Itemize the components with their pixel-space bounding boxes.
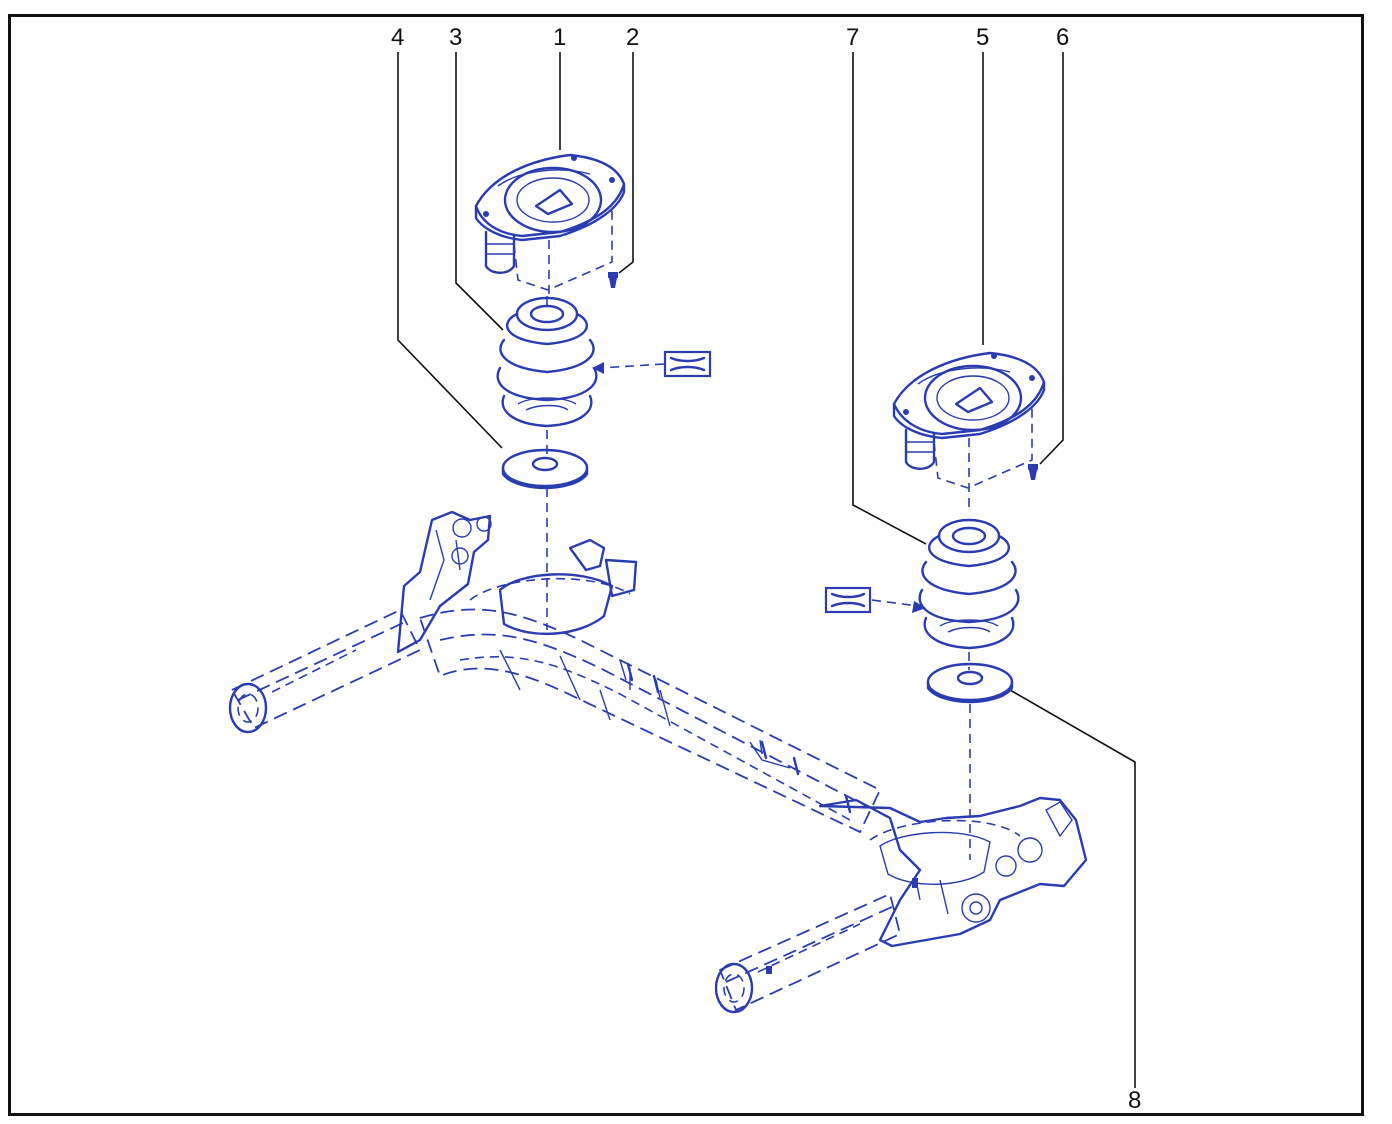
axle-beam-icon — [228, 510, 1088, 1014]
callout-6: 6 — [1056, 24, 1069, 51]
left-spring-seat-icon — [501, 296, 589, 630]
right-spring-seat-icon — [926, 652, 1014, 860]
right-strut-mount — [892, 351, 1046, 510]
leader-lines — [397, 52, 1136, 1088]
left-coil-spring-icon — [496, 296, 598, 428]
right-coil-spring-icon — [918, 518, 1020, 650]
left-strut-mount — [474, 153, 626, 294]
lubricant-symbol-icon-left — [592, 350, 712, 378]
callout-3: 3 — [449, 24, 462, 51]
lubricant-symbol-icon-right — [824, 586, 926, 614]
callout-8: 8 — [1128, 1087, 1141, 1114]
right-bolt-icon — [1028, 464, 1038, 480]
callout-2: 2 — [626, 24, 639, 51]
callout-4: 4 — [391, 24, 404, 51]
callout-7: 7 — [846, 24, 859, 51]
callout-5: 5 — [976, 24, 989, 51]
callout-1: 1 — [553, 24, 566, 51]
left-bolt-icon — [608, 272, 618, 288]
diagram-frame — [8, 14, 1364, 1116]
